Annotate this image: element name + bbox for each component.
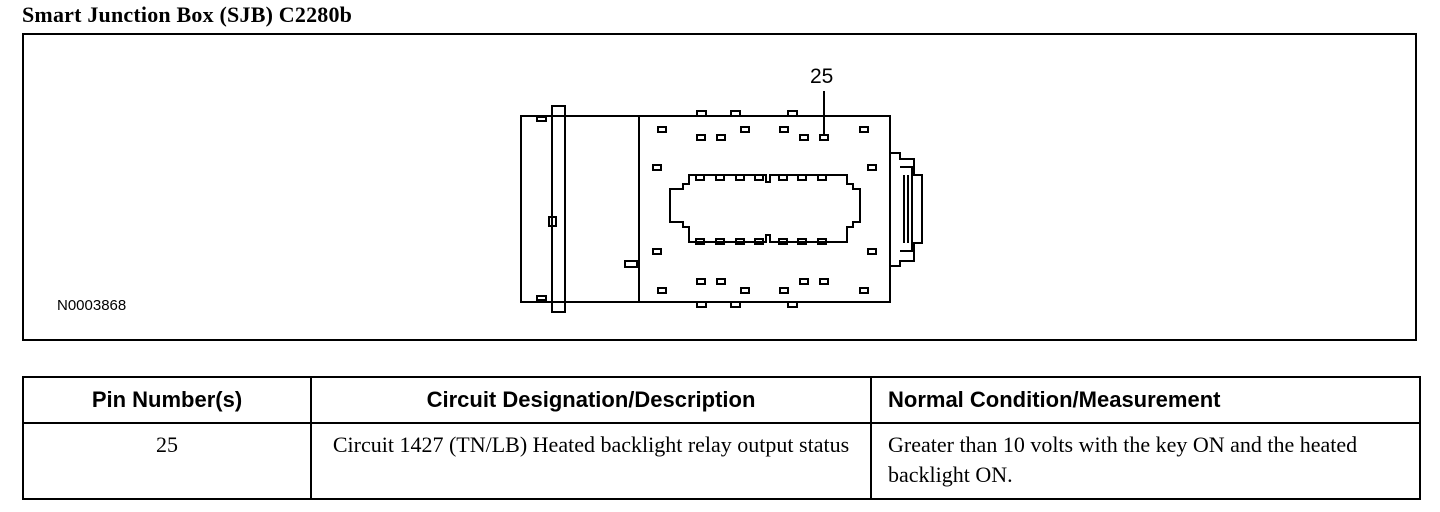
cell-normal-condition: Greater than 10 volts with the key ON an… xyxy=(870,422,1421,500)
connector-right-latch xyxy=(890,152,923,267)
connector-left-housing xyxy=(520,115,640,303)
cell-pin-number: 25 xyxy=(22,422,312,500)
pin-cavities xyxy=(652,110,877,308)
cell-circuit-description: Circuit 1427 (TN/LB) Heated backlight re… xyxy=(310,422,872,500)
connector-center-slot xyxy=(669,174,861,243)
pin-25-cavity xyxy=(819,134,829,141)
connector-drawing xyxy=(520,91,923,313)
connector-locking-bar xyxy=(551,105,566,313)
connector-main-body xyxy=(638,115,891,303)
table-row: 25 Circuit 1427 (TN/LB) Heated backlight… xyxy=(22,422,1421,500)
header-pin-numbers: Pin Number(s) xyxy=(22,376,312,424)
header-normal-condition: Normal Condition/Measurement xyxy=(870,376,1421,424)
connector-diagram-frame: 25 N0003868 xyxy=(22,33,1417,341)
table-header-row: Pin Number(s) Circuit Designation/Descri… xyxy=(22,376,1421,424)
header-circuit-description: Circuit Designation/Description xyxy=(310,376,872,424)
page-title: Smart Junction Box (SJB) C2280b xyxy=(22,2,353,27)
figure-id: N0003868 xyxy=(57,297,127,314)
pin-table: Pin Number(s) Circuit Designation/Descri… xyxy=(22,376,1421,500)
pin-callout-label: 25 xyxy=(810,65,834,88)
